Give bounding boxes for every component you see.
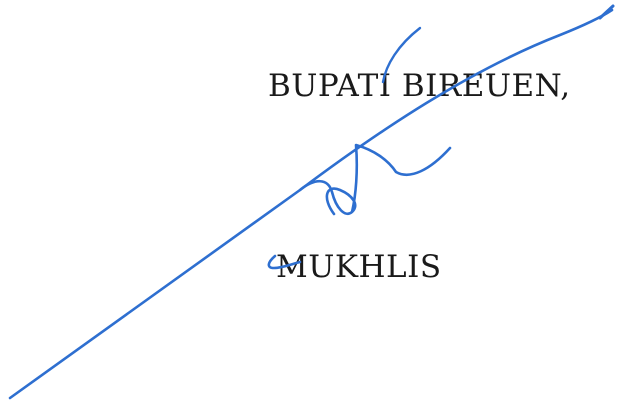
signature-end-tick	[598, 4, 615, 20]
signature-loop	[298, 143, 452, 216]
signatory-title: BUPATI BIREUEN,	[268, 68, 571, 104]
signatory-name: MUKHLIS	[276, 249, 442, 285]
